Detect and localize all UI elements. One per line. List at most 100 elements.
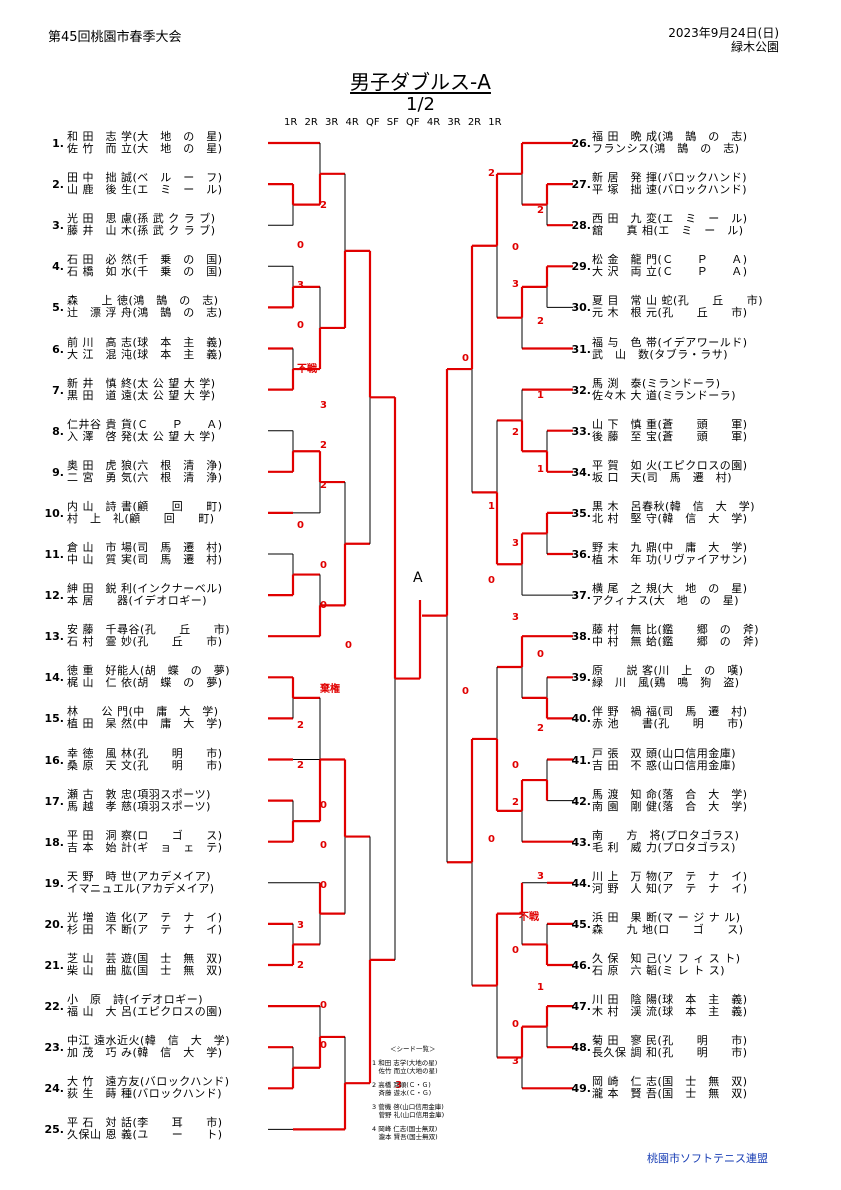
player-name: 藤 村 無 比(鑑 郷 の 斧) [592, 623, 760, 637]
page-title: 男子ダブルス-A [0, 66, 841, 95]
match-score: 0 [320, 600, 327, 611]
pair-number: 19. [44, 876, 65, 890]
player-name: 仁井谷 貴 貨(Ｃ Ｐ Ａ) [67, 417, 223, 431]
player-name: 小 原 詩(イデオロギー) [67, 993, 204, 1007]
pair-number: 49. [571, 1082, 592, 1096]
player-name: 桑 原 天 文(孔 明 市) [67, 758, 223, 772]
match-score: 3 [537, 871, 544, 882]
player-name: 瀬 古 敦 忠(項羽スポーツ) [67, 787, 211, 801]
pair-number: 6. [52, 342, 64, 356]
player-name: 原 説 客(川 上 の 嘆) [592, 664, 744, 678]
pair-number: 33. [571, 424, 592, 438]
player-name: 柴 山 曲 肱(国 士 無 双) [67, 964, 223, 977]
player-name: 新 居 発 揮(バロックハンド) [592, 171, 748, 185]
match-score: 0 [320, 840, 327, 851]
player-name: 久 保 知 己(ソ フ ィ ス ト) [592, 952, 741, 965]
match-score: 0 [297, 320, 304, 331]
pair-number: 44. [571, 876, 592, 890]
player-name: 中江 遠水近火(韓 信 大 学) [67, 1034, 231, 1048]
match-score: 0 [512, 945, 519, 956]
player-name: 徳 重 好能人(胡 蝶 の 夢) [67, 664, 231, 678]
match-score: 2 [537, 723, 544, 734]
match-score: 3 [395, 1080, 402, 1091]
player-name: 平 賀 如 火(エピクロスの園) [592, 458, 748, 472]
match-score: 0 [462, 353, 469, 364]
player-name: 浜 田 果 断(マ ー ジ ナ ル) [592, 910, 741, 924]
pair-number: 30. [571, 301, 592, 315]
match-score: 0 [320, 1040, 327, 1051]
player-name: 菊 田 寥 民(孔 明 市) [592, 1034, 748, 1048]
event-date: 2023年9月24日(日) [668, 26, 779, 40]
event-title: 第45回桃園市春季大会 [48, 30, 182, 45]
seed-entry: 斉藤 遊水(Ｃ・Ｇ) [372, 1089, 432, 1097]
player-name: 大 沢 両 立(Ｃ Ｐ Ａ) [592, 265, 748, 279]
pair-number: 22. [44, 1000, 65, 1014]
player-name: 木 村 渓 流(球 本 主 義) [592, 1005, 748, 1019]
player-name: 西 田 九 変(エ ミ ー ル) [592, 212, 748, 226]
player-name: 加 茂 巧 み(韓 信 大 学) [67, 1046, 223, 1060]
pair-number: 17. [44, 794, 65, 808]
player-name: 天 野 時 世(アカデメイア) [67, 869, 212, 883]
player-name: 石 原 六 韜(ミ レ ト ス) [592, 964, 726, 977]
player-name: 戸 張 双 頭(山口信用金庫) [592, 746, 737, 760]
player-name: 林 公 門(中 庸 大 学) [67, 705, 219, 719]
player-name: 平 塚 拙 速(バロックハンド) [592, 183, 748, 197]
match-score: 1 [537, 982, 544, 993]
pair-number: 34. [571, 465, 592, 479]
match-score: 不戦 [519, 912, 539, 923]
player-name: 黒 木 呂春秋(韓 信 大 学) [592, 499, 756, 513]
player-name: 福 田 晩 成(鴻 鵠 の 志) [592, 130, 748, 143]
player-name: 岡 崎 仁 志(国 士 無 双) [592, 1075, 748, 1089]
match-score: 2 [297, 960, 304, 971]
player-name: 佐々木 大 道(ミランドーラ) [592, 388, 737, 402]
player-name: 緑 川 風(鶏 鳴 狗 盗) [592, 676, 740, 690]
player-name: 赤 池 書(孔 明 市) [592, 717, 744, 731]
seed-list: ＜シード一覧＞ 1 和田 志学(大地の星) 佐竹 而立(大地の星)2 高橋 耳順… [372, 1045, 444, 1147]
pair-number: 13. [44, 630, 65, 644]
player-name: 村 上 礼(顧 回 町) [67, 511, 215, 525]
pair-number: 10. [44, 506, 65, 520]
player-name: 植 木 年 功(リヴァイアサン) [592, 553, 748, 566]
player-name: 毛 利 威 力(プロタゴラス) [592, 840, 736, 854]
pair-number: 37. [571, 589, 592, 603]
player-name: 川 上 万 物(ア テ ナ イ) [592, 869, 748, 883]
player-name: 元 木 根 元(孔 丘 市) [592, 306, 748, 320]
player-name: 倉 山 市 場(司 馬 遷 村) [67, 541, 223, 554]
player-name: 平 田 洞 察(ロ ゴ ス) [67, 828, 223, 842]
player-name: 松 金 龍 門(Ｃ Ｐ Ａ) [592, 253, 748, 267]
half-label: 1/2 [406, 94, 435, 115]
player-name: 石 村 霊 妙(孔 丘 市) [67, 635, 223, 649]
player-name: 福 与 色 帯(イデアワールド) [592, 335, 748, 349]
player-name: 後 藤 至 宝(蒼 頭 軍) [592, 429, 748, 443]
pair-number: 45. [571, 917, 592, 931]
pair-number: 42. [571, 794, 592, 808]
match-score: 0 [297, 240, 304, 251]
pair-number: 18. [44, 835, 65, 849]
player-name: 川 田 陰 陽(球 本 主 義) [592, 993, 748, 1007]
player-name: 馬 渡 知 命(落 合 大 学) [592, 787, 748, 801]
match-score: 2 [320, 200, 327, 211]
match-score: 2 [320, 480, 327, 491]
player-name: 山 下 慎 重(蒼 頭 軍) [592, 417, 748, 431]
pair-number: 36. [571, 548, 592, 561]
player-name: 黒 田 道 遠(太 公 望 大 学) [67, 388, 216, 402]
player-name: 馬 越 孝 慈(項羽スポーツ) [67, 799, 211, 813]
pair-number: 9. [52, 465, 64, 479]
pair-number: 46. [571, 959, 592, 972]
player-name: 山 鹿 後 生(エ ミ ー ル) [67, 183, 223, 197]
seed-lines: 1 和田 志学(大地の星) 佐竹 而立(大地の星)2 高橋 耳順(Ｃ・Ｇ) 斉藤… [372, 1059, 444, 1141]
player-name: 新 井 慎 終(太 公 望 大 学) [67, 376, 216, 390]
match-score: 0 [488, 575, 495, 586]
player-name: 安 藤 千尋谷(孔 丘 市) [67, 623, 231, 637]
player-name: 藤 井 山 木(孫 武 ク ラ ブ) [67, 224, 216, 238]
match-score: 棄権 [320, 684, 340, 695]
match-score: 2 [512, 797, 519, 808]
match-score: 0 [512, 242, 519, 253]
player-name: 大 竹 遠方友(バロックハンド) [67, 1075, 230, 1089]
pair-number: 8. [52, 424, 64, 438]
pair-number: 3. [52, 219, 64, 233]
player-name: 梶 山 仁 依(胡 蝶 の 夢) [67, 676, 223, 690]
match-score: 0 [320, 1000, 327, 1011]
match-score: 0 [320, 560, 327, 571]
